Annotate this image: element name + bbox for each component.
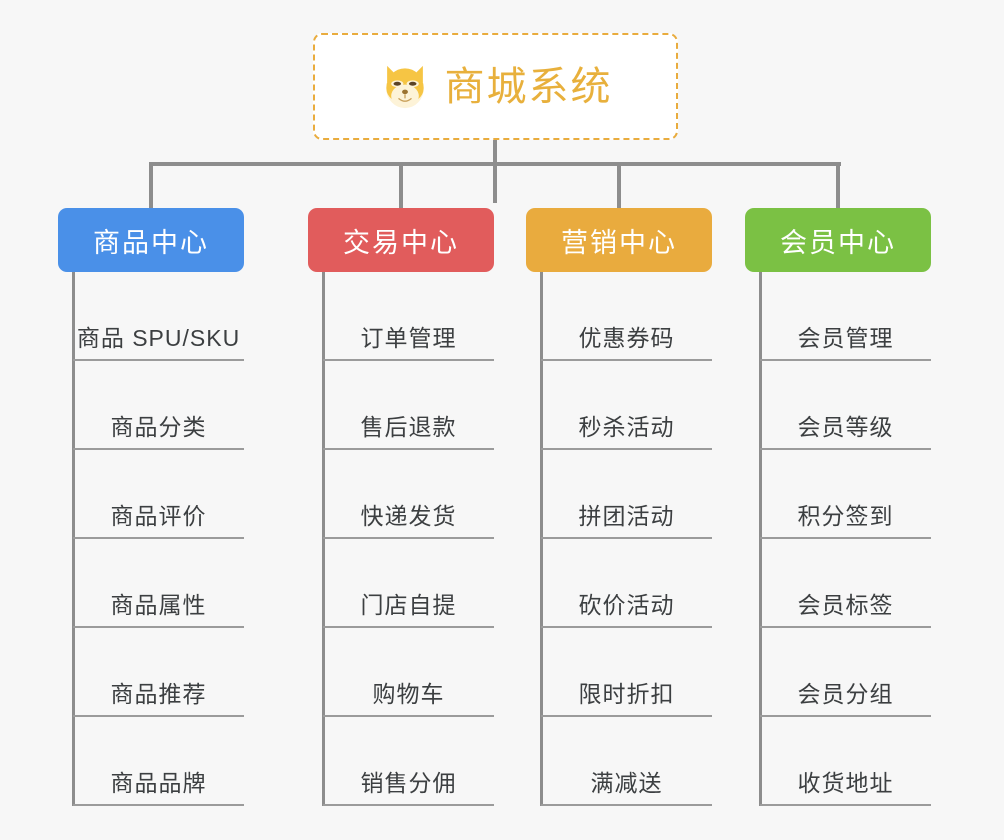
leaf-item[interactable]: 订单管理 (323, 272, 494, 361)
connector-drop-3 (617, 162, 621, 208)
leaf-label: 购物车 (372, 681, 445, 707)
category-header-4[interactable]: 会员中心 (745, 208, 931, 272)
leaf-item[interactable]: 商品属性 (73, 539, 244, 628)
leaf-item[interactable]: 收货地址 (760, 717, 931, 806)
leaf-list-2: 订单管理 售后退款 快递发货 门店自提 购物车 销售分佣 (308, 272, 494, 806)
leaf-label: 收货地址 (797, 770, 894, 796)
leaf-label: 砍价活动 (578, 592, 675, 618)
leaf-item[interactable]: 积分签到 (760, 450, 931, 539)
leaf-item[interactable]: 砍价活动 (541, 539, 712, 628)
leaf-item[interactable]: 会员等级 (760, 361, 931, 450)
leaf-label: 商品品牌 (110, 770, 207, 796)
leaf-item[interactable]: 快递发货 (323, 450, 494, 539)
leaf-label: 秒杀活动 (578, 414, 675, 440)
leaf-label: 拼团活动 (578, 503, 675, 529)
category-header-2[interactable]: 交易中心 (308, 208, 494, 272)
leaf-label: 会员分组 (797, 681, 894, 707)
category-column-4: 会员中心 会员管理 会员等级 积分签到 会员标签 会员分组 收货地址 (745, 208, 931, 806)
leaf-label: 门店自提 (360, 592, 457, 618)
category-column-2: 交易中心 订单管理 售后退款 快递发货 门店自提 购物车 销售分佣 (308, 208, 494, 806)
leaf-item[interactable]: 售后退款 (323, 361, 494, 450)
leaf-item[interactable]: 商品推荐 (73, 628, 244, 717)
leaf-label: 商品分类 (110, 414, 207, 440)
leaf-list-1: 商品 SPU/SKU 商品分类 商品评价 商品属性 商品推荐 商品品牌 (58, 272, 244, 806)
leaf-item[interactable]: 商品评价 (73, 450, 244, 539)
leaf-item[interactable]: 商品分类 (73, 361, 244, 450)
leaf-label: 满减送 (590, 770, 663, 796)
leaf-item[interactable]: 商品 SPU/SKU (73, 272, 244, 361)
category-header-label: 营销中心 (561, 227, 677, 258)
leaf-label: 商品属性 (110, 592, 207, 618)
category-column-3: 营销中心 优惠券码 秒杀活动 拼团活动 砍价活动 限时折扣 满减送 (526, 208, 712, 806)
leaf-label: 商品评价 (110, 503, 207, 529)
root-title: 商城系统 (444, 64, 613, 109)
connector-drop-4 (836, 162, 840, 208)
category-column-1: 商品中心 商品 SPU/SKU 商品分类 商品评价 商品属性 商品推荐 商品品牌 (58, 208, 244, 806)
leaf-spine-4 (759, 272, 762, 806)
leaf-label: 订单管理 (360, 325, 457, 351)
leaf-label: 销售分佣 (360, 770, 457, 796)
leaf-item[interactable]: 商品品牌 (73, 717, 244, 806)
category-header-label: 交易中心 (343, 227, 459, 258)
leaf-label: 商品 SPU/SKU (76, 325, 241, 351)
leaf-list-4: 会员管理 会员等级 积分签到 会员标签 会员分组 收货地址 (745, 272, 931, 806)
leaf-item[interactable]: 秒杀活动 (541, 361, 712, 450)
leaf-label: 快递发货 (360, 503, 457, 529)
leaf-list-3: 优惠券码 秒杀活动 拼团活动 砍价活动 限时折扣 满减送 (526, 272, 712, 806)
connector-drop-1 (149, 162, 153, 208)
leaf-item[interactable]: 销售分佣 (323, 717, 494, 806)
connector-drop-2 (399, 162, 403, 208)
leaf-label: 会员标签 (797, 592, 894, 618)
category-header-label: 商品中心 (93, 227, 209, 258)
leaf-item[interactable]: 拼团活动 (541, 450, 712, 539)
leaf-label: 会员等级 (797, 414, 894, 440)
leaf-item[interactable]: 会员分组 (760, 628, 931, 717)
leaf-label: 会员管理 (797, 325, 894, 351)
leaf-item[interactable]: 优惠券码 (541, 272, 712, 361)
leaf-item[interactable]: 限时折扣 (541, 628, 712, 717)
leaf-item[interactable]: 会员标签 (760, 539, 931, 628)
leaf-item[interactable]: 会员管理 (760, 272, 931, 361)
shiba-dog-face-icon (385, 65, 424, 108)
category-header-3[interactable]: 营销中心 (526, 208, 712, 272)
leaf-label: 积分签到 (797, 503, 894, 529)
leaf-item[interactable]: 满减送 (541, 717, 712, 806)
leaf-spine-3 (540, 272, 543, 806)
category-header-label: 会员中心 (780, 227, 896, 258)
leaf-item[interactable]: 购物车 (323, 628, 494, 717)
connector-root-stem (493, 140, 497, 203)
leaf-spine-2 (322, 272, 325, 806)
leaf-spine-1 (72, 272, 75, 806)
leaf-item[interactable]: 门店自提 (323, 539, 494, 628)
leaf-label: 售后退款 (360, 414, 457, 440)
root-node[interactable]: 商城系统 (313, 33, 678, 140)
leaf-label: 商品推荐 (110, 681, 207, 707)
leaf-label: 优惠券码 (578, 325, 675, 351)
category-header-1[interactable]: 商品中心 (58, 208, 244, 272)
leaf-label: 限时折扣 (578, 681, 675, 707)
connector-bus (149, 162, 841, 166)
